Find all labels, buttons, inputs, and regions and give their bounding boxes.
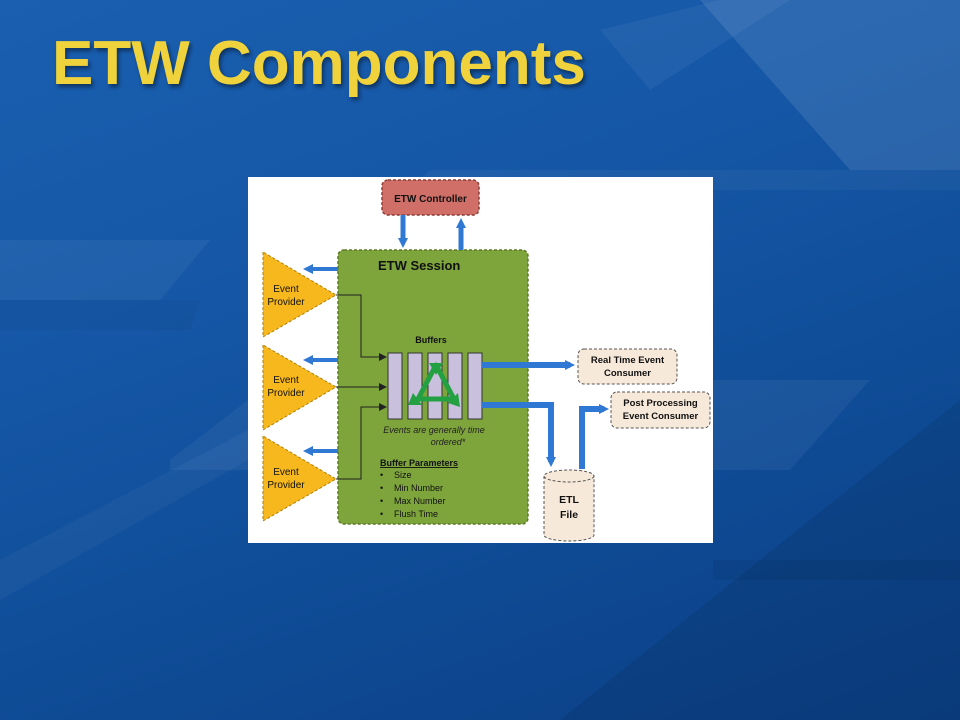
event-provider-3: Event Provider bbox=[262, 435, 337, 522]
bg-band-1 bbox=[700, 0, 960, 170]
event-provider-1-line2: Provider bbox=[267, 297, 305, 308]
event-provider-1: Event Provider bbox=[262, 251, 337, 338]
events-note-line1: Events are generally time bbox=[383, 425, 485, 435]
realtime-consumer-line1: Real Time Event bbox=[591, 355, 665, 366]
realtime-consumer-box bbox=[577, 348, 678, 385]
event-provider-1-line1: Event bbox=[273, 284, 299, 295]
buffer-param-bullet-3: • bbox=[380, 496, 383, 506]
etl-file-line1: ETL bbox=[559, 494, 579, 506]
etw-session-title: ETW Session bbox=[378, 258, 460, 273]
event-provider-2: Event Provider bbox=[262, 344, 337, 431]
buffer-param-1: Size bbox=[394, 470, 412, 480]
bg-band-3 bbox=[600, 0, 790, 90]
buffer-5 bbox=[467, 352, 483, 420]
event-provider-2-line2: Provider bbox=[267, 388, 305, 399]
event-provider-3-line1: Event bbox=[273, 467, 299, 478]
event-provider-3-line2: Provider bbox=[267, 480, 305, 491]
realtime-consumer-line2: Consumer bbox=[604, 368, 651, 379]
bg-band-10 bbox=[713, 560, 960, 580]
buffer-param-bullet-1: • bbox=[380, 470, 383, 480]
buffer-param-2: Min Number bbox=[394, 483, 443, 493]
buffer-param-4: Flush Time bbox=[394, 509, 438, 519]
events-note-line2: ordered* bbox=[431, 437, 466, 447]
recycle-arrowheads bbox=[408, 363, 460, 407]
provider-3-to-buffers-line bbox=[336, 403, 387, 480]
bg-band-8 bbox=[170, 400, 248, 470]
etl-file-line2: File bbox=[560, 509, 578, 521]
event-provider-2-line1: Event bbox=[273, 375, 299, 386]
provider-1-to-buffers-line bbox=[336, 294, 387, 361]
bg-band-5 bbox=[0, 430, 248, 600]
buffer-param-bullet-2: • bbox=[380, 483, 383, 493]
buffer-params-list: • Size • Min Number • Max Number • Flush… bbox=[380, 470, 446, 519]
buffer-params-title: Buffer Parameters bbox=[380, 458, 458, 468]
buffers-to-etl-arrow bbox=[482, 402, 556, 467]
post-consumer-line2: Event Consumer bbox=[623, 411, 699, 422]
slide-title: ETW Components bbox=[52, 29, 586, 98]
post-consumer-line1: Post Processing bbox=[623, 398, 698, 409]
bg-band-6 bbox=[0, 240, 210, 300]
etl-file-cylinder bbox=[543, 469, 595, 542]
post-consumer-box bbox=[610, 391, 711, 429]
buffer-param-3: Max Number bbox=[394, 496, 446, 506]
buffer-1 bbox=[387, 352, 403, 420]
etw-diagram: ETW Session ETW Controller Event Provide… bbox=[248, 177, 713, 543]
etw-controller-label: ETW Controller bbox=[394, 194, 467, 205]
bg-band-7 bbox=[0, 300, 200, 330]
etw-controller-box bbox=[381, 179, 480, 216]
etl-to-post-consumer-arrow bbox=[579, 404, 609, 469]
bg-band-4 bbox=[560, 400, 960, 720]
buffer-4 bbox=[447, 352, 463, 420]
bg-band-9 bbox=[713, 380, 870, 470]
buffer-2 bbox=[407, 352, 423, 420]
buffers-label: Buffers bbox=[415, 335, 447, 345]
buffer-param-bullet-4: • bbox=[380, 509, 383, 519]
recycle-icon bbox=[415, 362, 457, 402]
